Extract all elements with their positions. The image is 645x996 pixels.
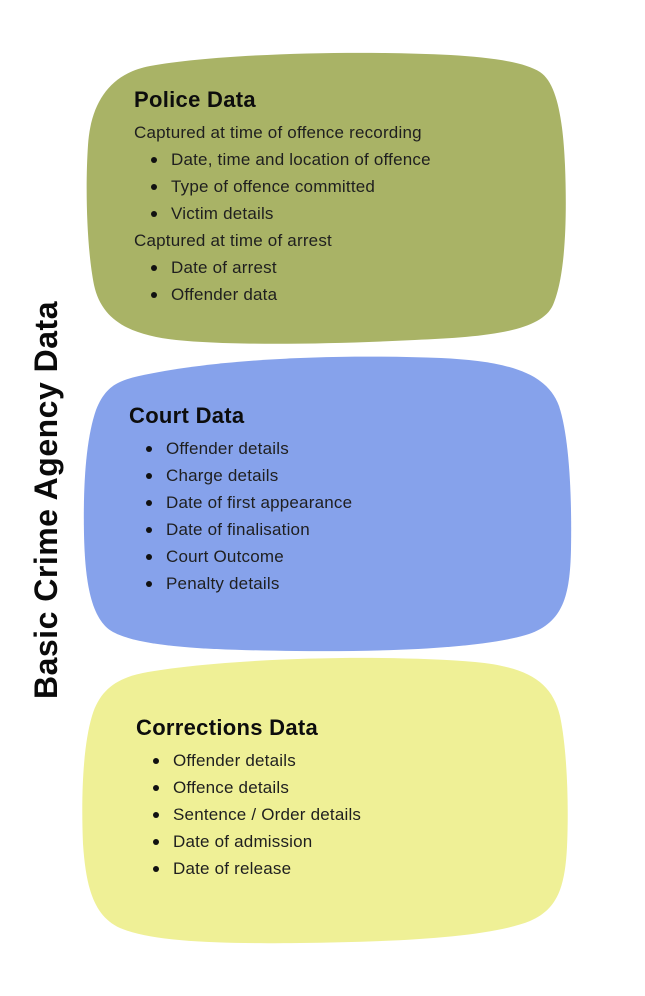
list-item: Victim details (134, 200, 554, 227)
bullet-icon (151, 265, 157, 271)
list-item-label: Date of arrest (171, 258, 277, 277)
bullet-icon (146, 581, 152, 587)
list-item-label: Type of offence committed (171, 177, 376, 196)
list-item: Date of first appearance (129, 489, 549, 516)
blob-fill (86, 52, 566, 344)
list-item: Offender details (136, 747, 556, 774)
panel-content: Police Data Captured at time of offence … (134, 86, 554, 308)
list-item-label: Penalty details (166, 574, 280, 593)
bullet-icon (153, 866, 159, 872)
section-heading: Captured at time of offence recording (134, 123, 422, 142)
bullet-icon (151, 292, 157, 298)
list-item-label: Offence details (173, 778, 290, 797)
bullet-icon (151, 157, 157, 163)
panel-court-data: Court Data Offender details Charge detai… (81, 354, 573, 652)
list-item: Date of finalisation (129, 516, 549, 543)
bullet-icon (146, 500, 152, 506)
blob-fill (82, 657, 568, 944)
court-blob-shape (83, 356, 572, 652)
bullet-icon (151, 211, 157, 217)
list-item: Date of arrest (134, 254, 554, 281)
bullet-icon (146, 554, 152, 560)
blob-fill (83, 356, 572, 652)
list-item: Charge details (129, 462, 549, 489)
list-item: Offence details (136, 774, 556, 801)
list-item-label: Date of first appearance (166, 493, 353, 512)
list-item-label: Date of admission (173, 832, 313, 851)
bullet-icon (151, 184, 157, 190)
list-item: Offender details (129, 435, 549, 462)
list-item-label: Sentence / Order details (173, 805, 362, 824)
bullet-icon (146, 446, 152, 452)
bullet-icon (153, 812, 159, 818)
list-item-label: Court Outcome (166, 547, 284, 566)
list-item: Offender data (134, 281, 554, 308)
police-blob-shape (86, 52, 566, 344)
panel-title: Court Data (129, 403, 245, 428)
panel-title: Police Data (134, 87, 256, 112)
list-item-label: Date of release (173, 859, 292, 878)
list-item-label: Offender details (173, 751, 296, 770)
bullet-icon (146, 527, 152, 533)
list-item: Penalty details (129, 570, 549, 597)
panel-corrections-data: Corrections Data Offender details Offenc… (80, 654, 570, 944)
panel-content: Court Data Offender details Charge detai… (129, 402, 549, 597)
list-item: Type of offence committed (134, 173, 554, 200)
list-item-label: Offender data (171, 285, 278, 304)
list-item-label: Charge details (166, 466, 279, 485)
list-item-label: Victim details (171, 204, 274, 223)
panel-content: Corrections Data Offender details Offenc… (136, 714, 556, 882)
bullet-icon (146, 473, 152, 479)
list-item: Date of release (136, 855, 556, 882)
panel-police-data: Police Data Captured at time of offence … (84, 50, 567, 346)
list-item-label: Date, time and location of offence (171, 150, 431, 169)
panel-title: Corrections Data (136, 715, 319, 740)
list-item: Date of admission (136, 828, 556, 855)
list-item: Date, time and location of offence (134, 146, 554, 173)
corrections-blob-shape (82, 657, 568, 944)
list-item: Court Outcome (129, 543, 549, 570)
list-item-label: Offender details (166, 439, 289, 458)
list-item: Sentence / Order details (136, 801, 556, 828)
side-axis-label: Basic Crime Agency Data (28, 300, 64, 700)
bullet-icon (153, 839, 159, 845)
bullet-icon (153, 758, 159, 764)
bullet-icon (153, 785, 159, 791)
list-item-label: Date of finalisation (166, 520, 310, 539)
section-heading: Captured at time of arrest (134, 231, 332, 250)
